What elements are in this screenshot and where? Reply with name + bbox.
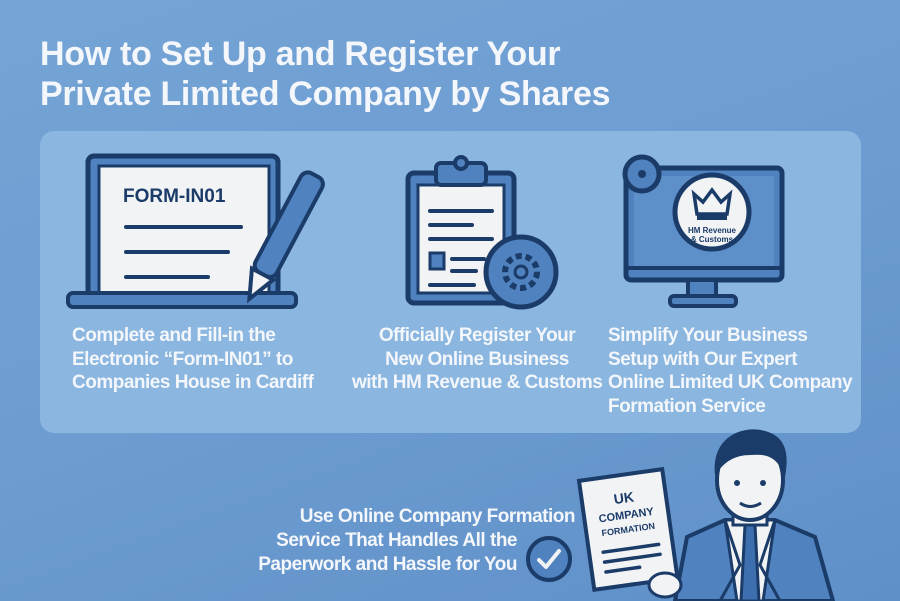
caption-line: Officially Register Your — [378, 325, 576, 346]
caption-line: Companies House in Cardiff — [72, 372, 314, 393]
document-title-line: UK — [613, 488, 635, 507]
caption-line: Electronic “Form-IN01” to — [72, 348, 293, 370]
businessman-illustration: UK COMPANY FORMATION — [576, 429, 836, 601]
caption-line: New Online Business — [385, 348, 569, 370]
title-line: Private Limited Company by Shares — [40, 75, 611, 113]
caption-line: Online Limited UK Company — [608, 372, 853, 393]
check-circle-icon — [526, 536, 572, 582]
form-label: FORM-IN01 — [123, 186, 226, 207]
cta-line: Use Online Company Formation — [299, 506, 576, 527]
hmrc-badge-line: HM Revenue — [688, 226, 737, 235]
step-2-caption: Officially Register Your New Online Busi… — [352, 324, 603, 395]
title-line: How to Set Up and Register Your — [40, 35, 561, 73]
caption-line: Setup with Our Expert — [608, 348, 798, 370]
page-title: How to Set Up and Register Your Private … — [40, 34, 610, 114]
clipboard-gear-icon — [405, 155, 559, 310]
cta-line: Paperwork and Hassle for You — [258, 554, 517, 575]
cta-text: Use Online Company Formation Service Tha… — [258, 505, 575, 577]
step-3-caption: Simplify Your Business Setup with Our Ex… — [608, 324, 853, 418]
hmrc-badge-line: & Customs — [691, 235, 734, 244]
caption-line: Complete and Fill-in the — [72, 325, 276, 346]
laptop-form-pen-icon: FORM-IN01 — [66, 153, 325, 309]
monitor-hmrc-icon: HM Revenue & Customs — [622, 154, 785, 308]
caption-line: with HM Revenue & Customs — [352, 372, 603, 393]
step-1-caption: Complete and Fill-in the Electronic “For… — [72, 324, 314, 395]
caption-line: Formation Service — [608, 395, 766, 417]
caption-line: Simplify Your Business — [608, 325, 808, 346]
cta-line: Service That Handles All the — [276, 530, 517, 551]
